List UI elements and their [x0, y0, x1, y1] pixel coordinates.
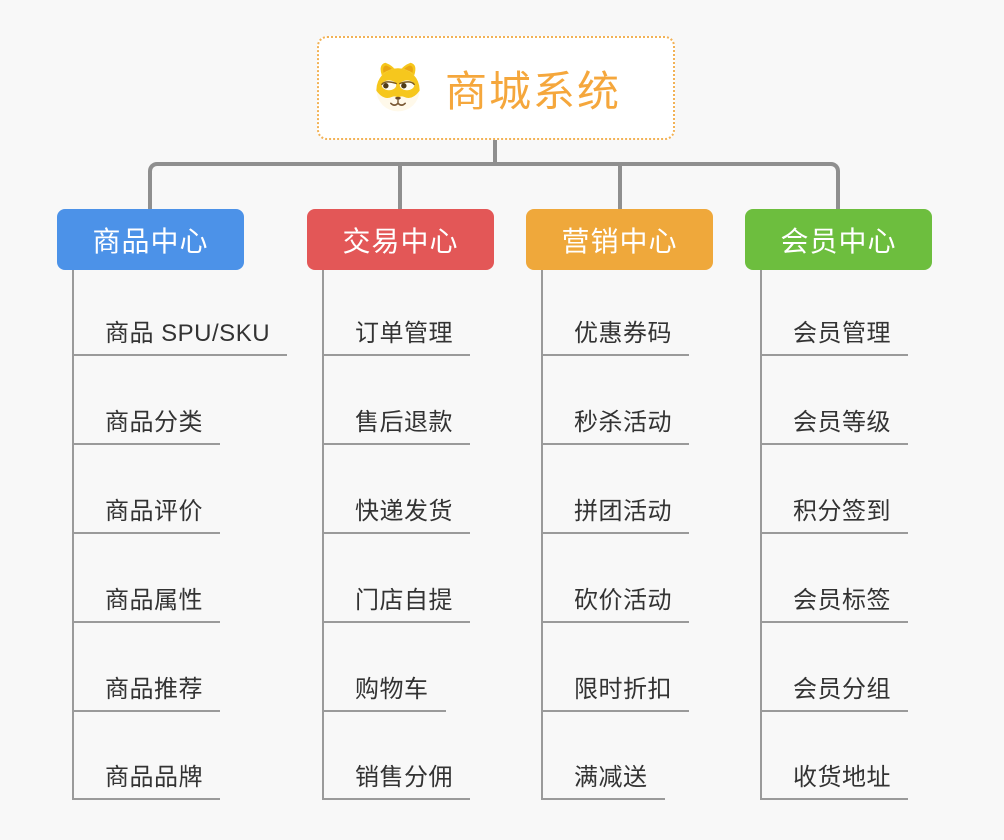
branch-item[interactable]: 销售分佣: [322, 763, 470, 800]
branch-3: 营销中心 优惠券码秒杀活动拼团活动砍价活动限时折扣满减送: [526, 0, 786, 840]
branch-item[interactable]: 满减送: [541, 763, 665, 800]
branch-header-label: 会员中心: [780, 225, 897, 257]
branch-item[interactable]: 快递发货: [322, 497, 470, 534]
branch-1: 商品中心 商品 SPU/SKU 商品分类商品评价商品属性商品推荐商品品牌: [57, 0, 317, 840]
branch-item[interactable]: 会员管理: [760, 319, 908, 356]
connector-branch-spine: [72, 270, 74, 799]
connector-branch-spine: [322, 270, 324, 799]
connector-right-corner: [710, 162, 840, 209]
branch-header[interactable]: 会员中心: [745, 209, 932, 270]
branch-item[interactable]: 商品 SPU/SKU: [72, 319, 288, 356]
connector-drop-branch-2: [398, 164, 402, 209]
branch-header[interactable]: 交易中心: [307, 209, 494, 270]
branch-item[interactable]: 商品品牌: [72, 763, 220, 800]
root-title: 商城系统: [444, 67, 621, 115]
connector-horizontal: [270, 162, 720, 166]
branch-item[interactable]: 会员分组: [760, 675, 908, 712]
branch-item[interactable]: 秒杀活动: [541, 408, 689, 445]
branch-item[interactable]: 商品推荐: [72, 675, 220, 712]
branch-item[interactable]: 购物车: [322, 675, 446, 712]
branch-header[interactable]: 营销中心: [526, 209, 713, 270]
connector-root-stub: [493, 140, 497, 166]
branch-item[interactable]: 限时折扣: [541, 675, 689, 712]
branch-item[interactable]: 会员等级: [760, 408, 908, 445]
branch-item[interactable]: 商品属性: [72, 586, 220, 623]
branch-item[interactable]: 积分签到: [760, 497, 908, 534]
branch-item[interactable]: 售后退款: [322, 408, 470, 445]
branch-item[interactable]: 优惠券码: [541, 319, 689, 356]
branch-item[interactable]: 门店自提: [322, 586, 470, 623]
branch-header-label: 商品中心: [92, 225, 209, 257]
connector-drop-branch-3: [618, 164, 622, 209]
branch-item[interactable]: 收货地址: [760, 763, 908, 800]
connector-left-corner: [148, 162, 278, 209]
branch-2: 交易中心 订单管理售后退款快递发货门店自提购物车销售分佣: [307, 0, 567, 840]
branch-item[interactable]: 会员标签: [760, 586, 908, 623]
branch-item[interactable]: 砍价活动: [541, 586, 689, 623]
dog-face-icon: [371, 61, 425, 115]
branch-header-label: 营销中心: [561, 225, 678, 257]
branch-item[interactable]: 商品评价: [72, 497, 220, 534]
branch-header-label: 交易中心: [342, 225, 459, 257]
branch-item[interactable]: 拼团活动: [541, 497, 689, 534]
branch-item[interactable]: 商品分类: [72, 408, 220, 445]
branch-header[interactable]: 商品中心: [57, 209, 244, 270]
connector-branch-spine: [541, 270, 543, 799]
branch-item[interactable]: 订单管理: [322, 319, 470, 356]
branch-4: 会员中心 会员管理会员等级积分签到会员标签会员分组收货地址: [745, 0, 1004, 840]
connector-branch-spine: [760, 270, 762, 799]
root-node[interactable]: 商城系统: [317, 36, 675, 140]
